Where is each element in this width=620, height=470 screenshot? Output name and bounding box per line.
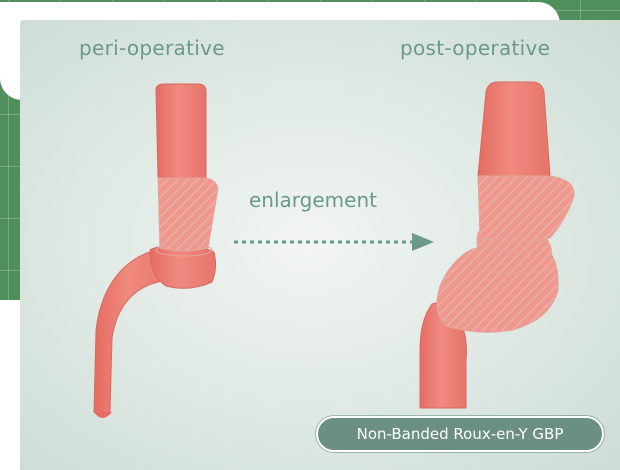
post-operative-figure	[420, 82, 574, 408]
post-hatched-pouch	[478, 176, 574, 242]
peri-hatched-zone	[158, 178, 218, 251]
peri-operative-label: peri-operative	[79, 36, 225, 60]
peri-operative-figure	[94, 84, 218, 418]
enlargement-label: enlargement	[249, 188, 377, 212]
procedure-badge: Non-Banded Roux-en-Y GBP	[316, 416, 604, 452]
post-operative-label: post-operative	[400, 36, 550, 60]
post-pouch-upper	[478, 82, 550, 176]
enlargement-arrow	[234, 233, 434, 251]
peri-intestine-cap	[94, 412, 112, 418]
peri-pouch-upper	[156, 84, 206, 178]
